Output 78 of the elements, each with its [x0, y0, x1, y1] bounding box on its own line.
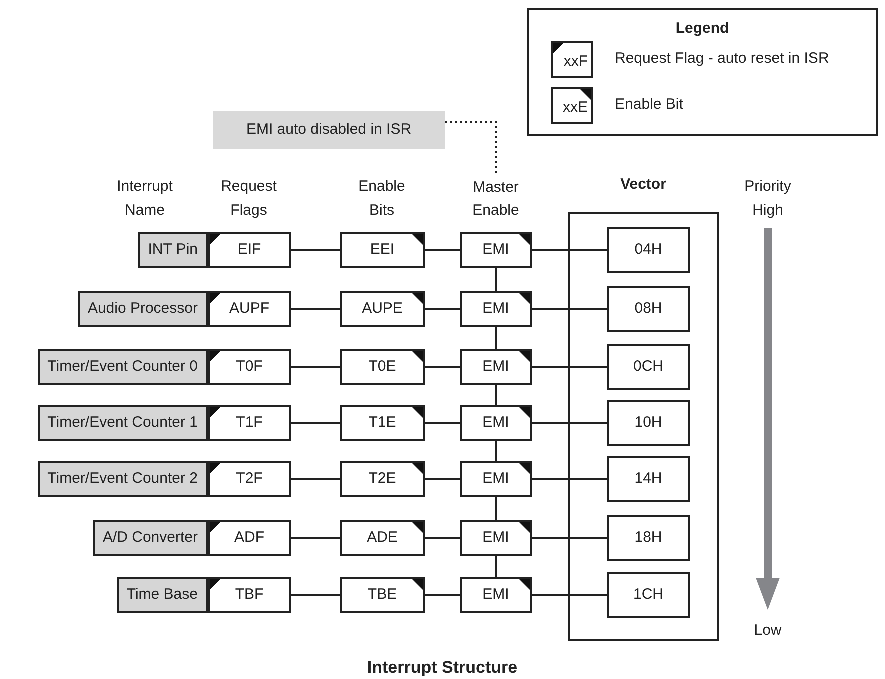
enable-bit-box: ADE	[340, 520, 425, 556]
request-flag-box: AUPF	[208, 291, 291, 327]
priority-low-label: Low	[753, 621, 783, 641]
enable-bit-box: EMI	[460, 520, 532, 556]
vector-address-box: 14H	[607, 456, 690, 502]
connector-line	[425, 537, 460, 539]
connector-line	[425, 366, 460, 368]
column-header: Enable Bits	[358, 177, 406, 221]
interrupt-source-box: Timer/Event Counter 0	[38, 349, 208, 385]
enable-bit-box: EMI	[460, 291, 532, 327]
connector-line	[495, 268, 497, 291]
vector-address-box: 10H	[607, 400, 690, 446]
connector-line	[495, 441, 497, 461]
connector-line	[495, 385, 497, 405]
connector-line	[532, 537, 607, 539]
interrupt-source-box: A/D Converter	[92, 520, 208, 556]
enable-bit-box: AUPE	[340, 291, 425, 327]
legend-sample: xxE	[551, 87, 593, 124]
connector-line	[291, 366, 340, 368]
dotted-leader-line	[445, 121, 497, 175]
connector-line	[291, 422, 340, 424]
interrupt-source-box: Audio Processor	[78, 291, 208, 327]
connector-line	[425, 308, 460, 310]
connector-line	[532, 366, 607, 368]
priority-high-label: High	[752, 201, 784, 221]
enable-bit-box: EMI	[460, 405, 532, 441]
request-flag-box: T1F	[208, 405, 291, 441]
enable-bit-box: EMI	[460, 461, 532, 497]
column-header: Priority	[744, 177, 792, 197]
legend-text: Enable Bit	[615, 96, 684, 113]
enable-bit-box: EMI	[460, 349, 532, 385]
vector-address-box: 18H	[607, 515, 690, 561]
connector-line	[495, 556, 497, 577]
column-header: Interrupt Name	[116, 177, 174, 221]
enable-bit-box: EMI	[460, 577, 532, 613]
table-heading: Vector	[620, 176, 666, 193]
connector-line	[532, 308, 607, 310]
vector-address-box: 0CH	[607, 344, 690, 390]
request-flag-box: TBF	[208, 577, 291, 613]
legend-sample: xxF	[551, 41, 593, 78]
connector-line	[291, 249, 340, 251]
enable-bit-box: TBE	[340, 577, 425, 613]
interrupt-source-box: Time Base	[116, 577, 208, 613]
connector-line	[291, 308, 340, 310]
diagram-caption: Interrupt Structure	[366, 658, 519, 678]
connector-line	[425, 478, 460, 480]
connector-line	[495, 327, 497, 349]
enable-bit-box: EEI	[340, 232, 425, 268]
legend-text: Request Flag - auto reset in ISR	[615, 50, 830, 67]
enable-bit-box: T0E	[340, 349, 425, 385]
note-box: EMI auto disabled in ISR	[213, 111, 445, 149]
vector-address-box: 04H	[607, 227, 690, 273]
column-header: Master Enable	[456, 175, 536, 223]
request-flag-box: T0F	[208, 349, 291, 385]
connector-line	[291, 478, 340, 480]
interrupt-source-box: INT Pin	[138, 232, 208, 268]
connector-line	[291, 594, 340, 596]
connector-line	[425, 422, 460, 424]
connector-line	[532, 594, 607, 596]
connector-line	[425, 249, 460, 251]
interrupt-source-box: Timer/Event Counter 1	[38, 405, 208, 441]
enable-bit-box: T1E	[340, 405, 425, 441]
connector-line	[532, 422, 607, 424]
interrupt-source-box: Timer/Event Counter 2	[38, 461, 208, 497]
enable-bit-box: EMI	[460, 232, 532, 268]
connector-line	[425, 594, 460, 596]
vector-address-box: 08H	[607, 286, 690, 332]
connector-line	[532, 478, 607, 480]
connector-line	[532, 249, 607, 251]
column-header: Request Flags	[220, 177, 278, 221]
connector-line	[495, 497, 497, 520]
legend-title: Legend	[674, 20, 730, 37]
connector-line	[291, 537, 340, 539]
request-flag-box: T2F	[208, 461, 291, 497]
request-flag-box: EIF	[208, 232, 291, 268]
request-flag-box: ADF	[208, 520, 291, 556]
enable-bit-box: T2E	[340, 461, 425, 497]
vector-address-box: 1CH	[607, 572, 690, 618]
